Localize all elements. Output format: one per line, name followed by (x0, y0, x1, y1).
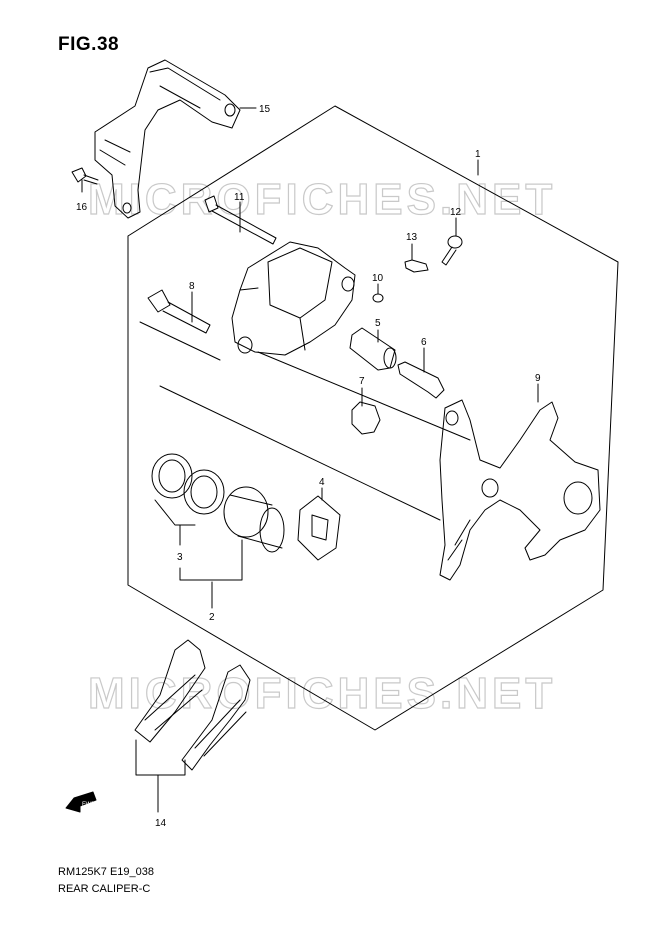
figure-title: FIG.38 (58, 34, 120, 55)
callout-1: 1 (475, 149, 481, 160)
callout-16: 16 (76, 202, 88, 213)
figure-code: RM125K7 E19_038 (58, 866, 155, 878)
caliper-bracket-9 (439, 399, 601, 581)
boot-part-7 (351, 401, 381, 435)
washer-part-10 (372, 293, 384, 303)
bolt-part-16 (71, 167, 99, 185)
bleeder-part-13 (404, 259, 429, 273)
sleeve-part-5 (349, 327, 397, 371)
callout-12: 12 (450, 207, 462, 218)
callout-2: 2 (209, 612, 215, 623)
leader-lines (81, 107, 539, 813)
piston-part-2 (223, 486, 285, 553)
callout-8: 8 (189, 281, 195, 292)
slide-pin-8 (147, 289, 211, 334)
pad-spring-4 (297, 495, 341, 561)
pin-part-11 (204, 195, 277, 245)
bracket-part (94, 59, 241, 219)
assembly-outline (127, 105, 619, 731)
callout-5: 5 (375, 318, 381, 329)
callout-6: 6 (421, 337, 427, 348)
callout-11: 11 (234, 192, 245, 203)
callout-13: 13 (406, 232, 418, 243)
bolt-part-6 (397, 361, 445, 399)
callout-14: 14 (155, 818, 167, 829)
brake-pads-14 (134, 639, 251, 771)
callout-3: 3 (177, 552, 183, 563)
callout-9: 9 (535, 373, 541, 384)
caliper-body (231, 241, 356, 356)
figure-name: REAR CALIPER-C (58, 883, 151, 895)
fwd-label: FWD (82, 802, 96, 808)
callout-15: 15 (259, 104, 271, 115)
callout-4: 4 (319, 477, 325, 488)
piston-seals-3 (151, 453, 225, 515)
fwd-arrow-icon (65, 791, 97, 813)
callout-10: 10 (372, 273, 384, 284)
callout-7: 7 (359, 376, 365, 387)
watermark-bottom: MICROFICHES.NET (88, 669, 556, 718)
cap-part-12 (441, 235, 463, 266)
